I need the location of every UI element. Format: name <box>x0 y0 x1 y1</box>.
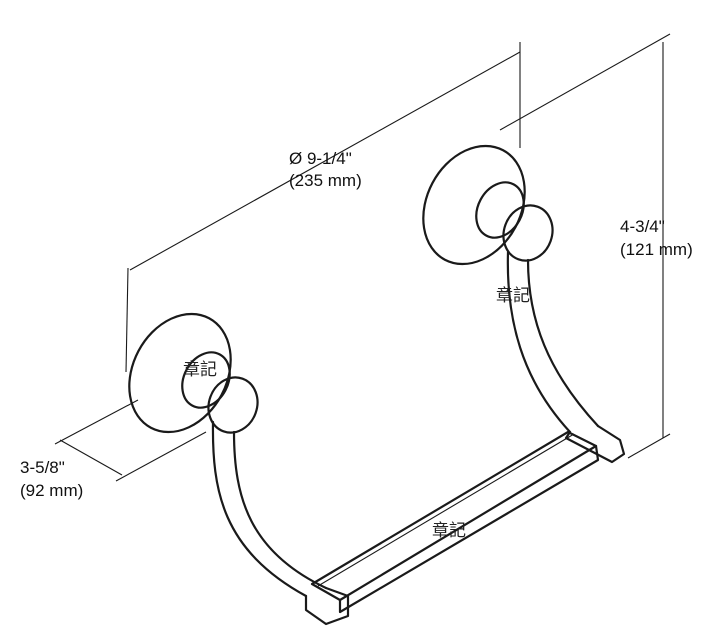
height-label-metric: (121 mm) <box>620 240 693 259</box>
left-arm-end-block <box>304 586 350 626</box>
bar-top-face <box>310 430 598 602</box>
right-post-knob <box>502 204 554 262</box>
width-label-imperial: Ø 9-1/4" <box>289 149 352 168</box>
bar-highlight <box>317 433 575 587</box>
bar-front-face <box>338 444 600 614</box>
depth-extension-back <box>54 399 139 445</box>
right-arm-outer <box>506 250 572 434</box>
right-arm-end-block <box>564 424 626 464</box>
right-flange-collar <box>475 181 525 239</box>
left-arm-inner <box>232 430 328 590</box>
depth-label: 3-5/8" (92 mm) <box>20 458 83 500</box>
depth-label-metric: (92 mm) <box>20 481 83 500</box>
right-mount <box>422 144 626 464</box>
right-arm-inner <box>526 258 600 428</box>
watermark-right: 章記 <box>496 286 530 306</box>
dimension-lines <box>54 33 671 482</box>
height-label-imperial: 4-3/4" <box>620 217 665 236</box>
watermark-center: 章記 <box>432 521 466 541</box>
height-extension-top <box>499 33 671 131</box>
watermark-left: 章記 <box>183 360 217 380</box>
depth-extension-front <box>115 431 207 482</box>
width-dimension-line <box>129 51 521 271</box>
depth-label-imperial: 3-5/8" <box>20 458 65 477</box>
width-extension-left <box>125 267 129 373</box>
left-post-knob <box>207 376 259 434</box>
width-label-metric: (235 mm) <box>289 171 362 190</box>
width-label: Ø 9-1/4" (235 mm) <box>289 149 362 190</box>
left-flange-collar <box>181 351 231 409</box>
towel-bar <box>310 430 600 614</box>
height-extension-bottom <box>627 433 671 459</box>
left-arm-outer <box>211 420 308 598</box>
height-label: 4-3/4" (121 mm) <box>620 217 693 259</box>
depth-dimension-line <box>59 439 123 476</box>
left-mount <box>128 312 350 626</box>
